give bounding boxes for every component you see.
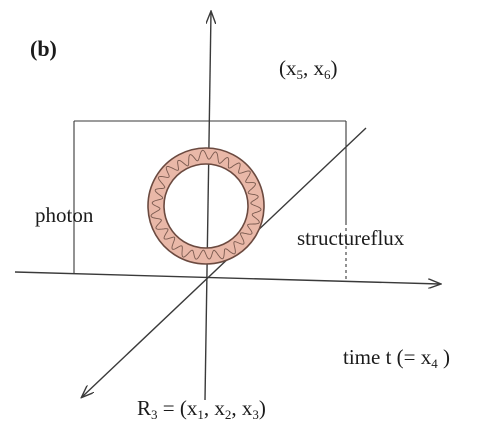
coordinates-x5-x6-label: (x5, x6) <box>279 56 338 82</box>
panel-label-text: (b) <box>30 36 57 61</box>
structureflux-label: structureflux <box>297 226 405 250</box>
horizontal-axis <box>14 271 440 284</box>
panel-label: (b) <box>30 38 57 60</box>
r3-close: ) <box>258 396 266 420</box>
photon-label: photon <box>35 203 94 227</box>
time-label-text: time t (= x <box>343 345 432 369</box>
r3-mid-2: , x <box>231 396 253 420</box>
coords-56-sub-5: 5 <box>296 67 304 82</box>
r3-letter: R <box>137 396 152 420</box>
r3-sub-2: 2 <box>224 407 232 422</box>
r3-sub-3: 3 <box>252 407 259 422</box>
photon-ring <box>147 147 265 265</box>
time-axis-label: time t (= x4 ) <box>343 345 450 371</box>
r3-coordinates-label: R3 = (x1, x2, x3) <box>137 396 266 422</box>
r3-sub: 3 <box>151 407 158 422</box>
coords-56-open: (x <box>279 56 297 80</box>
coords-56-mid: , x <box>303 56 324 80</box>
time-label-sub: 4 <box>431 356 438 371</box>
time-label-close: ) <box>437 345 450 369</box>
r3-mid-1: , x <box>203 396 225 420</box>
vertical-axis <box>204 12 211 401</box>
r3-axis <box>82 127 367 397</box>
ring-texture <box>150 149 262 260</box>
r3-sub-1: 1 <box>197 407 204 422</box>
coords-56-close: ) <box>330 56 338 80</box>
r3-eq: = (x <box>157 396 198 420</box>
coords-56-sub-6: 6 <box>324 67 331 82</box>
